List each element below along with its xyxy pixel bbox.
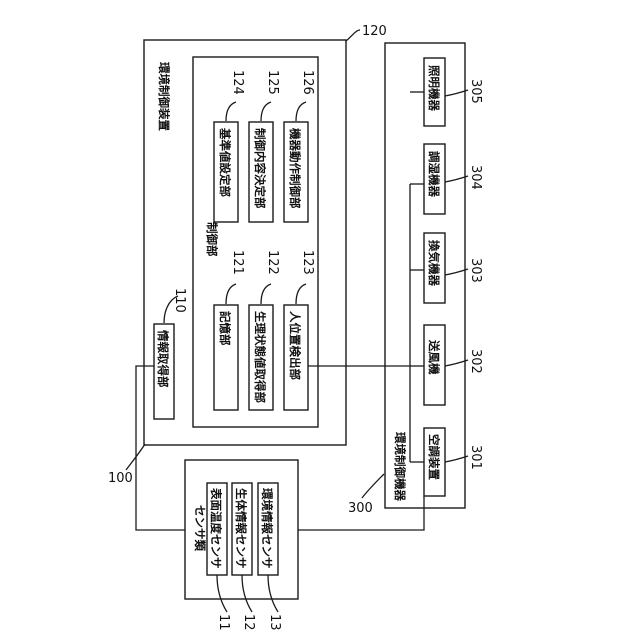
bio-info-sensor-label: 生体情報センサ [234, 488, 248, 569]
ref-304: 304 [468, 165, 483, 190]
physio-acquirer-label: 生理状態値取得部 [253, 311, 267, 403]
env-devices-label: 環境制御機器 [393, 432, 407, 501]
humidity-label: 調湿機器 [427, 151, 441, 197]
ref-12: 12 [241, 614, 256, 631]
ventilator-label: 換気機器 [427, 240, 441, 286]
ref-300: 300 [348, 501, 373, 516]
reference-setter-label: 基準値設定部 [218, 127, 232, 197]
ref-302: 302 [468, 349, 483, 374]
position-detector-label: 人位置検出部 [288, 311, 302, 380]
fan-label: 送風機 [427, 339, 441, 375]
ref-100: 100 [108, 471, 133, 486]
leader-300 [362, 474, 384, 498]
leader-120 [346, 30, 360, 41]
ref-124: 124 [230, 70, 245, 95]
ref-120: 120 [362, 24, 387, 39]
device-controller-label: 機器動作制御部 [288, 128, 302, 209]
sensors-label: センサ類 [193, 505, 207, 551]
surface-temp-sensor-label: 表面温度センサ [209, 487, 223, 569]
ref-110: 110 [172, 288, 187, 313]
ref-122: 122 [265, 250, 280, 275]
ref-11: 11 [216, 614, 231, 631]
env-controller-label: 環境制御装置 [157, 62, 171, 131]
lighting-label: 照明機器 [427, 65, 441, 111]
ref-13: 13 [267, 614, 282, 631]
memory-label: 記憶部 [218, 311, 232, 346]
ref-126: 126 [300, 70, 315, 95]
ref-305: 305 [468, 79, 483, 104]
info-acquirer-label: 情報取得部 [156, 329, 170, 388]
ac-label: 空調装置 [427, 434, 441, 480]
env-info-sensor-label: 環境情報センサ [260, 488, 274, 569]
content-decider-label: 制御内容決定部 [253, 128, 267, 209]
ref-303: 303 [468, 258, 483, 283]
controller-label: 制御部 [205, 222, 219, 257]
ref-125: 125 [265, 70, 280, 95]
ref-123: 123 [300, 250, 315, 275]
ref-301: 301 [468, 445, 483, 470]
ref-121: 121 [230, 250, 245, 275]
